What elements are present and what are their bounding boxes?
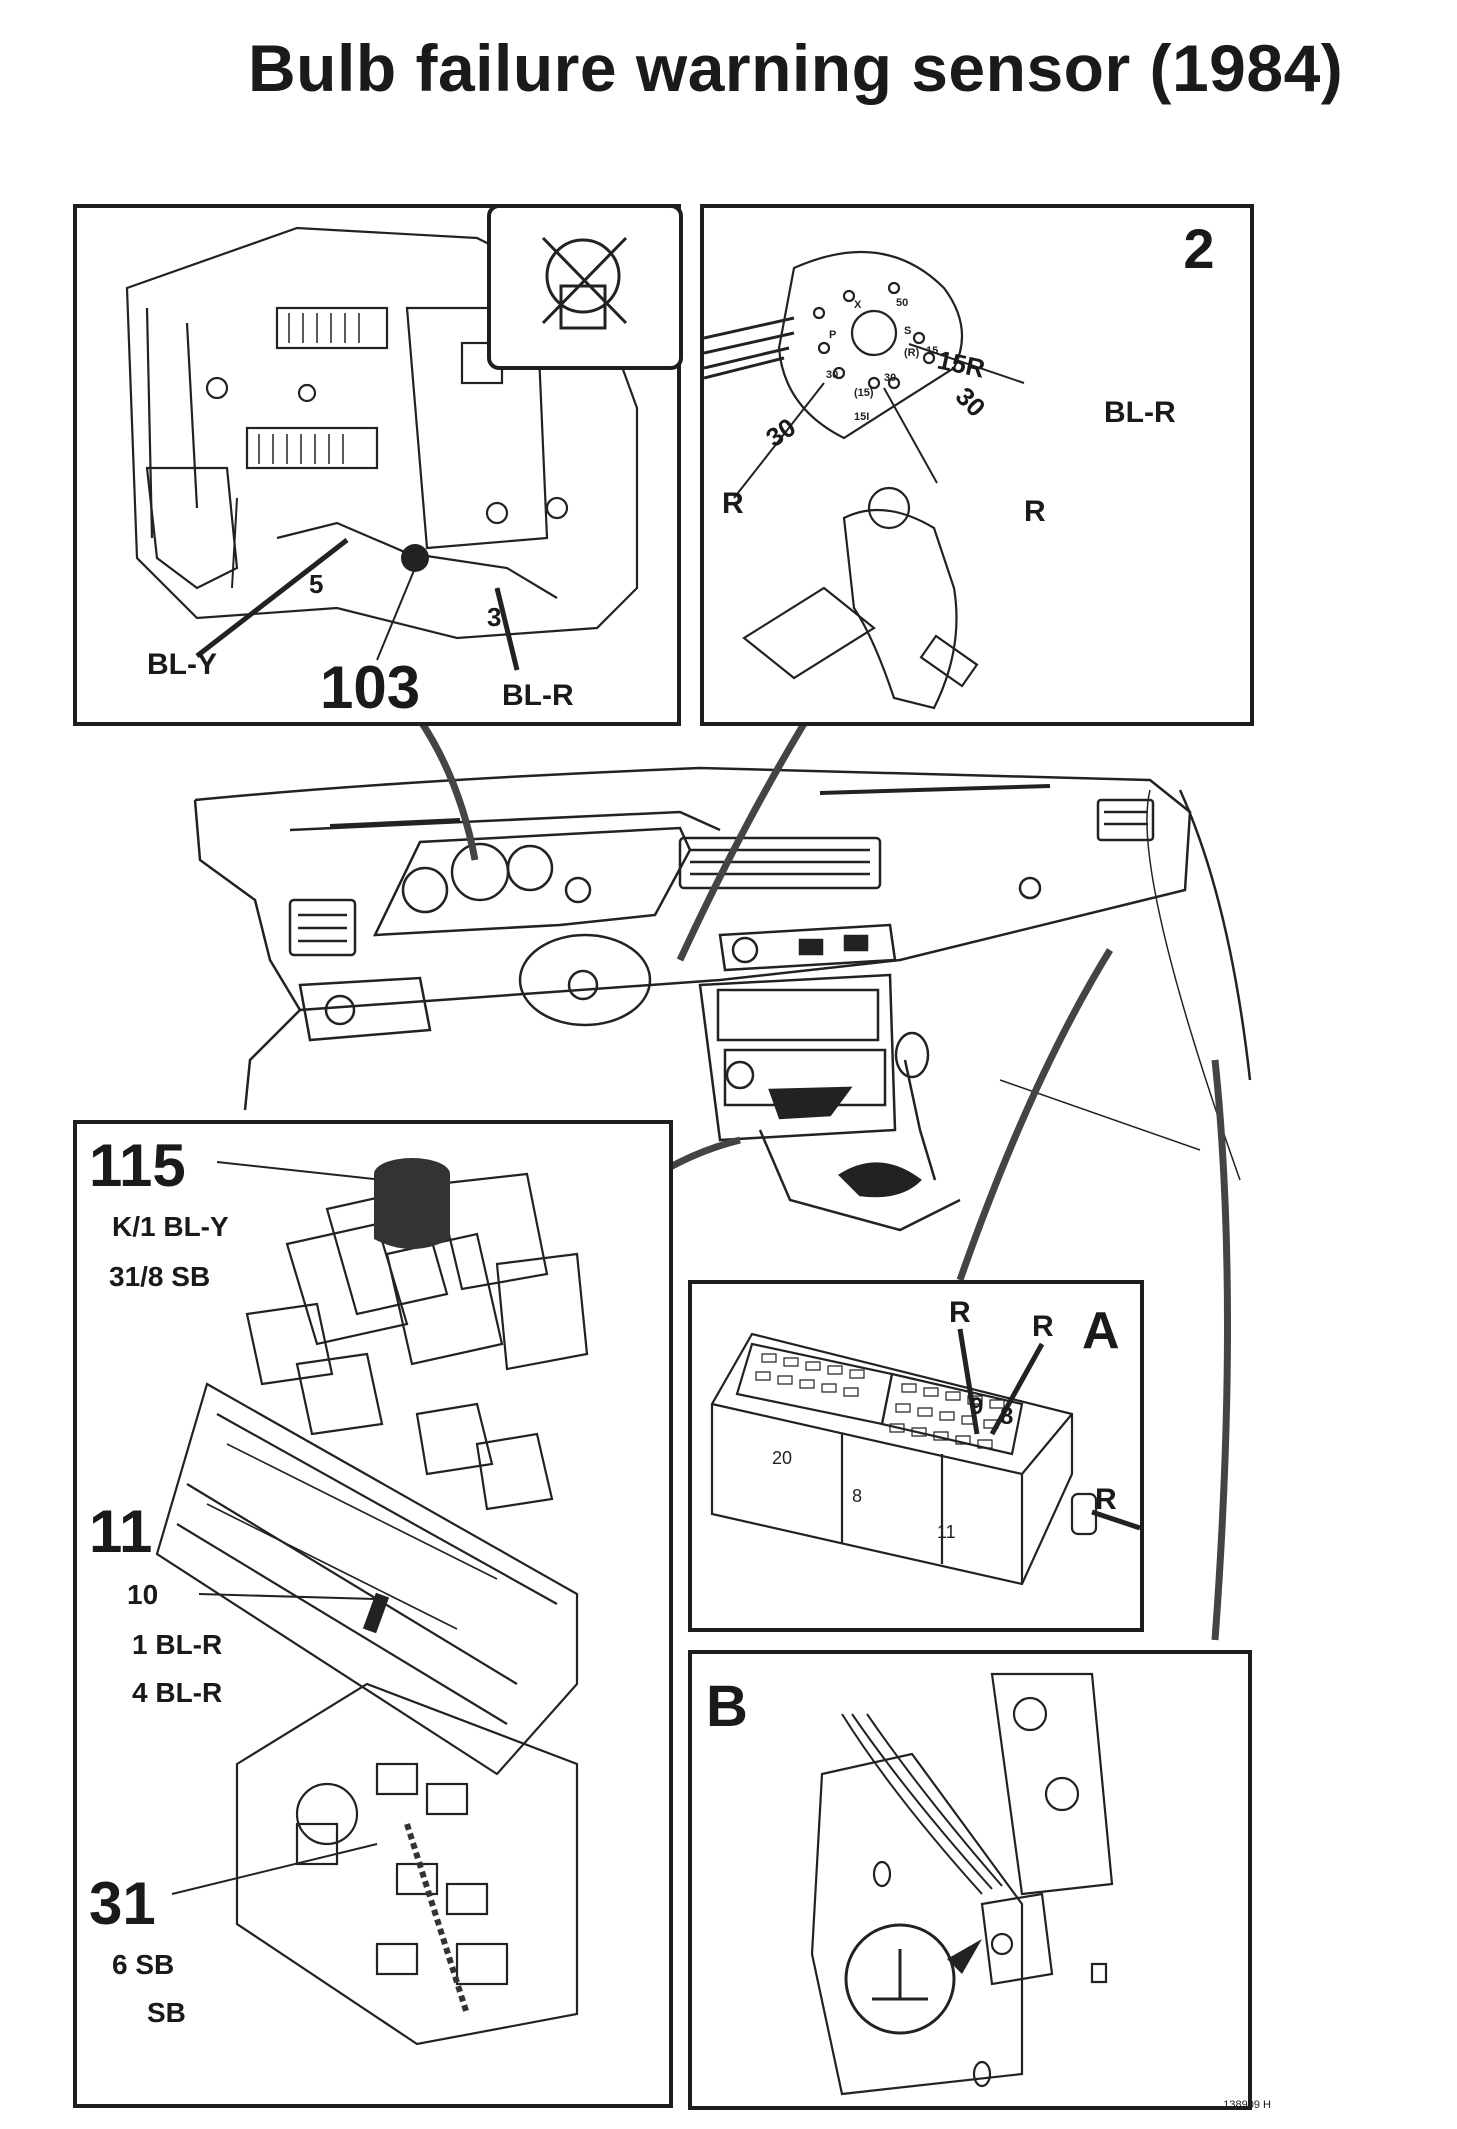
component-31-line-2: SB <box>147 1997 186 2028</box>
terminal-15i: 15I <box>854 411 869 423</box>
relay-fuse-box-labels: 115 K/1 BL-Y 31/8 SB 11 10 1 BL-R 4 BL-R… <box>89 1132 229 2028</box>
terminal-15b: (15) <box>854 387 874 399</box>
connector-a-panel: R R A 9 8 R 20 8 11 <box>688 1280 1144 1632</box>
ignition-switch-drawing: 2 15R BL-R 30 30 R R X 50 S P (R) 15 30 … <box>703 217 1215 710</box>
terminal-15r-label: 15R <box>935 345 988 384</box>
component-11-line-1: 1 BL-R <box>132 1629 222 1660</box>
ground-b-letter: B <box>706 1674 748 1739</box>
relay-fuse-box-drawing <box>155 1158 589 2046</box>
pin-3-label: 3 <box>487 602 501 632</box>
reference-code: 138909 H <box>1223 2099 1271 2111</box>
component-2-number: 2 <box>1183 217 1214 280</box>
terminal-30b: 30 <box>884 372 896 384</box>
component-31-label: 31 <box>89 1870 156 1937</box>
connector-a-drawing: R R A 9 8 R 20 8 11 <box>710 1296 1141 1586</box>
wire-bl-r-label: BL-R <box>502 679 574 712</box>
bulb-failure-inset <box>487 204 683 370</box>
component-115-line-1: K/1 BL-Y <box>112 1211 229 1242</box>
instrument-cluster-panel: 5 BL-Y 103 3 BL-R <box>73 204 683 726</box>
instrument-cluster-drawing <box>125 226 639 671</box>
relay-fuse-box-panel: 115 K/1 BL-Y 31/8 SB 11 10 1 BL-R 4 BL-R… <box>73 1120 673 2108</box>
ground-b-drawing: B <box>706 1672 1114 2096</box>
connector-a-pin-20: 20 <box>772 1448 792 1468</box>
terminal-s: S <box>904 325 911 337</box>
terminal-15: 15 <box>926 345 938 357</box>
instrument-cluster-labels: 5 BL-Y 103 3 BL-R <box>147 569 574 721</box>
connector-a-r1: R <box>949 1296 971 1329</box>
ignition-switch-panel: 2 15R BL-R 30 30 R R X 50 S P (R) 15 30 … <box>700 204 1254 726</box>
component-11-label: 11 <box>89 1498 152 1565</box>
terminal-30-left-label: 30 <box>760 412 801 453</box>
terminal-50: 50 <box>896 297 908 309</box>
terminal-30-right-label: 30 <box>950 381 992 423</box>
component-31-line-1: 6 SB <box>112 1949 174 1980</box>
bulb-failure-icon <box>541 236 628 330</box>
fuse-10-label: 10 <box>127 1579 158 1610</box>
terminal-x: X <box>854 299 862 311</box>
component-115-label: 115 <box>89 1132 186 1199</box>
connector-a-r2: R <box>1032 1310 1054 1343</box>
terminal-30a: 30 <box>826 369 838 381</box>
wire-r-left-label: R <box>722 487 744 520</box>
connector-a-pin-8: 8 <box>852 1486 862 1506</box>
wire-bl-y-label: BL-Y <box>147 648 217 681</box>
connector-a-pin-9: 9 <box>970 1393 983 1420</box>
component-11-line-2: 4 BL-R <box>132 1677 222 1708</box>
wire-r-right-label: R <box>1024 495 1046 528</box>
terminal-r: (R) <box>904 347 920 359</box>
ground-b-panel: B <box>688 1650 1252 2110</box>
terminal-p: P <box>829 329 836 341</box>
ignition-wire-bl-r-label: BL-R <box>1104 396 1176 429</box>
page-title: Bulb failure warning sensor (1984) <box>248 31 1344 105</box>
component-115-line-2: 31/8 SB <box>109 1261 210 1292</box>
pin-5-label: 5 <box>309 569 323 599</box>
connector-a-r3: R <box>1095 1483 1117 1516</box>
component-103-label: 103 <box>320 654 420 721</box>
connector-a-letter: A <box>1082 1302 1120 1360</box>
connector-a-pin-8-top: 8 <box>1000 1403 1013 1430</box>
connector-a-pin-11: 11 <box>937 1522 956 1542</box>
